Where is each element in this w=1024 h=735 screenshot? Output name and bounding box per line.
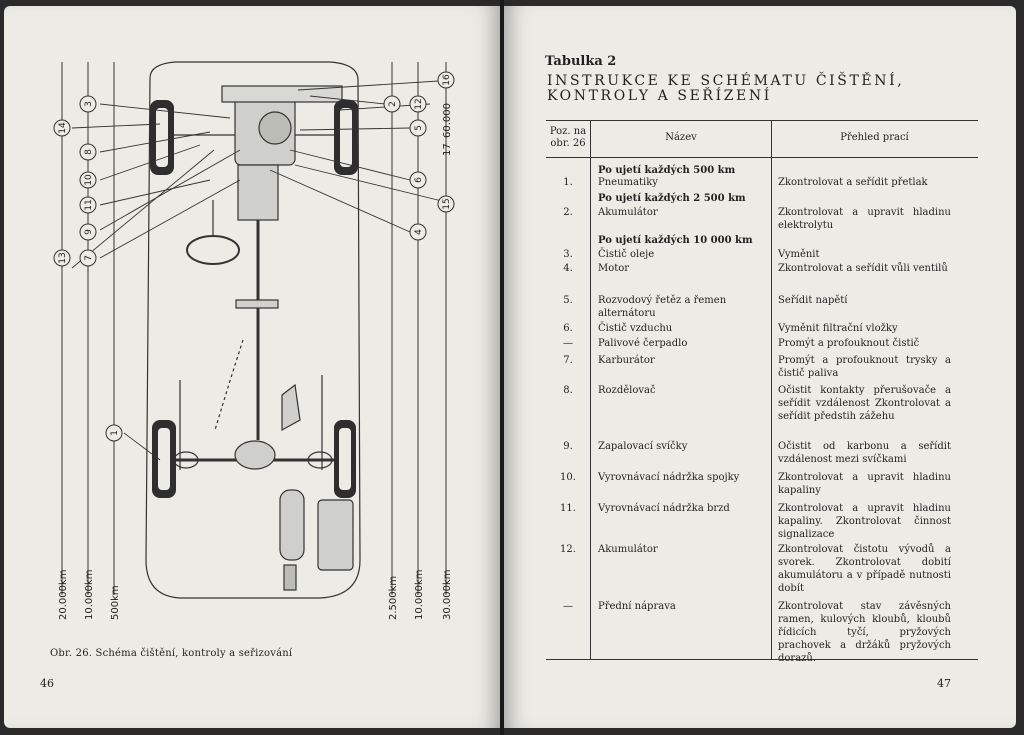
row-work: Očistit od karbonu a seřídit vzdálenost … [778, 441, 951, 465]
fuel-tank [317, 499, 354, 571]
row-number: 1. [563, 177, 573, 188]
book-gutter [500, 0, 504, 735]
row-number: 10. [560, 472, 576, 483]
row-work: Zkontrolovat a upravit hladinu elektroly… [778, 207, 951, 231]
callout-2: 2 [388, 101, 398, 107]
legend-2500km: 2.500km [388, 576, 399, 620]
table-bottom-rule [546, 659, 978, 660]
row-number: 5. [563, 295, 573, 306]
callout-10: 10 [84, 174, 94, 186]
row-work: Zkontrolovat stav závěsných ramen, kulov… [778, 601, 951, 664]
row-name: Motor [598, 263, 630, 274]
row-work: Vyměnit filtrační vložky [778, 323, 898, 334]
col-header-pos: Poz. na obr. 26 [549, 126, 587, 149]
row-number: 2. [563, 207, 573, 218]
car-body-outline [145, 61, 361, 599]
row-number: 3. [563, 249, 573, 260]
row-name: Čistič oleje [598, 249, 655, 260]
row-name: Vyrovnávací nádržka brzd [598, 503, 730, 514]
callout-7: 7 [84, 255, 94, 261]
legend-20000km: 20.000km [58, 569, 69, 620]
figure-caption: Obr. 26. Schéma čištění, kontroly a seři… [50, 648, 293, 659]
row-name: Rozvodový řetěz a řemen alternátoru [598, 295, 727, 319]
callout-3: 3 [84, 101, 94, 107]
row-name: Čistič vzduchu [598, 323, 673, 334]
callout-4: 4 [414, 229, 424, 235]
car-service-diagram: 3 14 8 10 11 9 7 13 16 2 12 5 6 15 4 1 1… [53, 61, 455, 620]
row-number: — [563, 338, 573, 349]
interval-heading: Po ujetí každých 2 500 km [598, 193, 746, 204]
table-top-rule [546, 120, 978, 121]
callout-5: 5 [414, 125, 424, 131]
right-page [504, 6, 1016, 728]
legend-10000km-left: 10.000km [84, 569, 95, 620]
row-name: Palivové čerpadlo [598, 338, 688, 349]
callout-1: 1 [110, 430, 120, 436]
row-name: Akumulátor [598, 544, 658, 555]
heading-line-2: KONTROLY A SEŘÍZENÍ [547, 88, 772, 104]
callout-15: 15 [442, 198, 452, 209]
interval-heading: Po ujetí každých 500 km [598, 165, 736, 176]
col-divider-2 [771, 120, 772, 659]
row-work: Zkontrolovat a upravit hladinu kapaliny [778, 472, 951, 496]
row-work: Zkontrolovat a seřídit vůli ventilů [778, 263, 948, 274]
row-work: Seřídit napětí [778, 295, 848, 306]
callout-12: 12 [414, 98, 424, 109]
callout-14: 14 [58, 122, 68, 134]
row-number: 4. [563, 263, 573, 274]
callout-13: 13 [58, 252, 68, 263]
row-name: Karburátor [598, 355, 655, 366]
page-number-left: 46 [40, 677, 54, 690]
row-number: 8. [563, 385, 573, 396]
row-number: — [563, 601, 573, 612]
row-work: Zkontrolovat čistotu vývodů a svorek. Zk… [778, 544, 951, 594]
col-header-work: Přehled prací [840, 132, 909, 143]
steering-wheel [186, 235, 240, 265]
row-work: Zkontrolovat a seřídit přetlak [778, 177, 928, 188]
row-name: Přední náprava [598, 601, 676, 612]
legend-30000km: 30.000km [442, 569, 453, 620]
callout-9: 9 [84, 229, 94, 235]
callout-6: 6 [414, 177, 424, 183]
row-number: 12. [560, 544, 576, 555]
col-divider-1 [590, 120, 591, 659]
row-work: Promýt a profouknout trysky a čistič pal… [778, 355, 951, 379]
row-name: Pneumatiky [598, 177, 658, 188]
row-work: Očistit kontakty přerušovače a seřídit v… [778, 385, 951, 422]
row-work: Vyměnit [778, 249, 820, 260]
legend-60000: 60.000 [442, 103, 453, 138]
callout-8: 8 [84, 149, 94, 155]
row-number: 9. [563, 441, 573, 452]
page-number-right: 47 [937, 677, 951, 690]
row-name: Vyrovnávací nádržka spojky [598, 472, 740, 483]
legend-500km: 500km [110, 585, 121, 620]
table-header-rule [546, 157, 978, 158]
callout-11: 11 [84, 199, 94, 210]
col-header-name: Název [665, 132, 697, 143]
row-name: Zapalovací svíčky [598, 441, 688, 452]
callout-16: 16 [442, 74, 452, 86]
callout-17: 17 [442, 143, 453, 156]
heading-line-1: INSTRUKCE KE SCHÉMATU ČIŠTĚNÍ, [547, 73, 905, 89]
row-name: Akumulátor [598, 207, 658, 218]
row-work: Zkontrolovat a upravit hladinu kapaliny.… [778, 503, 951, 540]
row-name: Rozdělovač [598, 385, 656, 396]
table-title: Tabulka 2 [545, 54, 617, 69]
legend-10000km-right: 10.000km [414, 569, 425, 620]
interval-heading: Po ujetí každých 10 000 km [598, 235, 753, 246]
row-number: 11. [560, 503, 576, 514]
row-number: 7. [563, 355, 573, 366]
table-heading: INSTRUKCE KE SCHÉMATU ČIŠTĚNÍ, KONTROLY … [547, 74, 987, 104]
row-number: 6. [563, 323, 573, 334]
row-work: Promýt a profouknout čistič [778, 338, 920, 349]
